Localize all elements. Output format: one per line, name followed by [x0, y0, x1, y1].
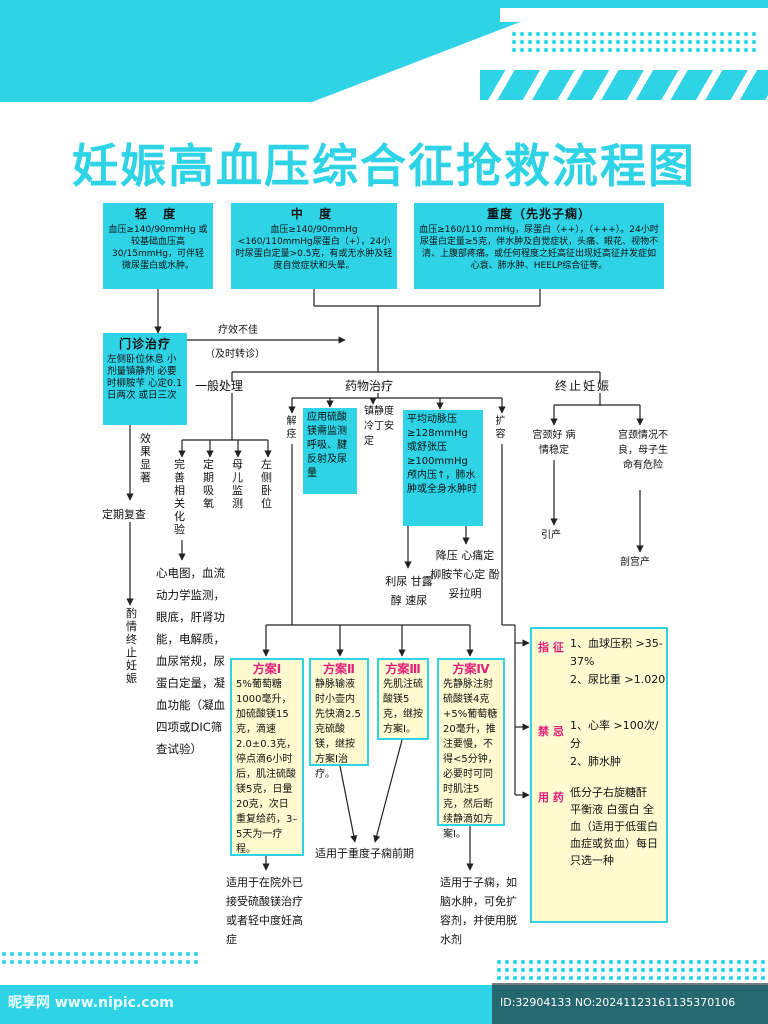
plan-23-note: 适用于重度子痫前期: [315, 847, 414, 860]
terminate-heading: 终止妊娠: [555, 379, 612, 393]
moderate-text: 血压≥140/90mmHg <160/110mmHg尿蛋白（+），24小时尿蛋白…: [235, 225, 393, 271]
mg-monitor-box: 应用硫酸镁需监测呼吸、腱反射及尿量: [303, 408, 357, 494]
mg-monitor-text: 应用硫酸镁需监测呼吸、腱反射及尿量: [307, 412, 347, 479]
general-monitor-text: 心电图，血流动力学监测，眼底，肝肾功能，电解质，血尿常规，尿蛋白定量，凝血功能（…: [156, 566, 225, 756]
outpatient-heading: 门诊治疗: [118, 337, 171, 351]
terminate-consider-label: 酌情终止妊娠: [126, 607, 137, 685]
severe-box: 重度（先兆子痫） 血压≥160/110 mmHg，尿蛋白（++），（+++）。2…: [414, 203, 664, 289]
plan-1-title: 方案Ⅰ: [252, 662, 282, 676]
plan-3-title: 方案Ⅲ: [385, 662, 421, 676]
header-stripes: [480, 70, 768, 100]
contra-item-1: 1、心率 >100次/分: [570, 719, 659, 750]
drug-use-label: 用 药: [538, 791, 564, 804]
plan-3-text: 先肌注硫酸镁5克，继按方案Ⅰ。: [383, 679, 423, 735]
expansion-panel: 指 征 1、血球压积 >35-37% 2、尿比重 >1.020 禁 忌 1、心率…: [530, 627, 668, 923]
watermark-id: ID:32904133 NO:20241123161135370106: [500, 996, 736, 1009]
plan-4-text: 先静脉注射硫酸镁4克+5%葡萄糖20毫升，推注要慢，不得<5分钟，必要时可同时肌…: [443, 679, 498, 840]
severe-heading: 重度（先兆子痫）: [486, 207, 591, 221]
outpatient-box: 门诊治疗 左侧卧位休息 小剂量镇静剂 必要时柳胺苄 心定0.1日两次 或日三次: [103, 333, 187, 425]
footer-dots-left: [0, 950, 200, 964]
plan-4-box: 方案Ⅳ 先静脉注射硫酸镁4克+5%葡萄糖20毫升，推注要慢，不得<5分钟，必要时…: [437, 658, 505, 840]
moderate-box: 中 度 血压≥140/90mmHg <160/110mmHg尿蛋白（+），24小…: [231, 203, 397, 289]
plan-4-note: 适用于子痫，如脑水肿，可免扩容剂，并使用脱水剂: [440, 876, 517, 946]
sedation-label: 镇静度冷丁安定: [364, 406, 394, 447]
good-condition-label: 宫颈好 病情稳定: [532, 430, 576, 456]
general-item-labs: 完善相关化验: [174, 458, 185, 536]
general-item-position: 左侧卧位: [261, 458, 272, 510]
csection-label: 剖宫产: [620, 557, 650, 568]
outpatient-text: 左侧卧位休息 小剂量镇静剂 必要时柳胺苄 心定0.1日两次 或日三次: [107, 354, 183, 401]
bp-criteria-box: 平均动脉压≥128mmHg 或舒张压≥100mmHg 颅内压↑，肺水肿或全身水肿…: [403, 410, 483, 526]
plan-2-title: 方案Ⅱ: [323, 662, 355, 676]
spasm-label: 解痉: [286, 416, 297, 440]
indication-item-2: 2、尿比重 >1.020: [570, 673, 666, 686]
effect-label: 效果显著: [140, 432, 151, 484]
plan-3-box: 方案Ⅲ 先肌注硫酸镁5克，继按方案Ⅰ。: [377, 658, 429, 740]
moderate-heading: 中 度: [290, 207, 338, 221]
mild-box: 轻 度 血压≥140/90mmHg 或较基础血压高 30/15mmHg，可伴轻 …: [103, 203, 213, 289]
induce-label: 引产: [541, 530, 561, 541]
drug-heading: 药物治疗: [345, 379, 394, 393]
plan-1-note: 适用于在院外已接受硫酸镁治疗或者轻中度妊高症: [226, 876, 303, 946]
bad-condition-label: 宫颈情况不良，母子生命有危险: [618, 430, 668, 471]
plan-2-text: 静脉输液时小壶内先快滴2.5克硫酸镁，继按方案Ⅰ治疗。: [315, 679, 361, 780]
expand-label: 扩容: [495, 416, 506, 440]
followup-label: 定期复查: [102, 508, 146, 521]
plan-1-text: 5%葡萄糖1000毫升，加硫酸镁15克，滴速2.0±0.3克，停点滴6小时后，肌…: [236, 679, 298, 855]
drug-use-text: 低分子右旋糖酐 平衡液 白蛋白 全血（适用于低蛋白血症或贫血）每日只选一种: [570, 786, 658, 867]
contra-label: 禁 忌: [538, 725, 564, 738]
general-item-monitor: 母儿监测: [232, 458, 243, 510]
page-title: 妊娠高血压综合征抢救流程图: [72, 139, 696, 193]
plan-2-box: 方案Ⅱ 静脉输液时小壶内先快滴2.5克硫酸镁，继按方案Ⅰ治疗。: [309, 658, 369, 780]
indication-label: 指 征: [538, 641, 564, 654]
mild-heading: 轻 度: [134, 207, 182, 221]
lower-bp-label: 降压 心痛定 柳胺苄心定 酚妥拉明: [430, 549, 500, 600]
contra-item-2: 2、肺水肿: [570, 755, 621, 768]
ineffective-label: 疗效不佳: [218, 325, 258, 336]
general-item-oxygen: 定期吸氧: [203, 458, 214, 510]
header-block: [0, 0, 500, 22]
bp-criteria-text: 平均动脉压≥128mmHg 或舒张压≥100mmHg 颅内压↑，肺水肿或全身水肿…: [407, 414, 477, 495]
plan-1-box: 方案Ⅰ 5%葡萄糖1000毫升，加硫酸镁15克，滴速2.0±0.3克，停点滴6小…: [230, 658, 304, 856]
mild-text: 血压≥140/90mmHg 或较基础血压高 30/15mmHg，可伴轻 微尿蛋白…: [108, 225, 208, 271]
general-heading: 一般处理: [195, 379, 244, 393]
header-dots: [510, 30, 760, 52]
watermark-left: 昵享网 www.nipic.com: [8, 995, 174, 1011]
footer-dots: [495, 958, 765, 982]
plan-4-title: 方案Ⅳ: [452, 662, 490, 676]
severe-text: 血压≥160/110 mmHg，尿蛋白（++），（+++）。24小时尿蛋白定量≥…: [419, 225, 659, 271]
watermark-right: [492, 983, 768, 1024]
indication-item-1: 1、血球压积 >35-37%: [570, 637, 663, 668]
diuresis-label: 利尿 甘露醇 速尿: [385, 575, 433, 607]
transfer-label: （及时转诊）: [205, 349, 265, 360]
